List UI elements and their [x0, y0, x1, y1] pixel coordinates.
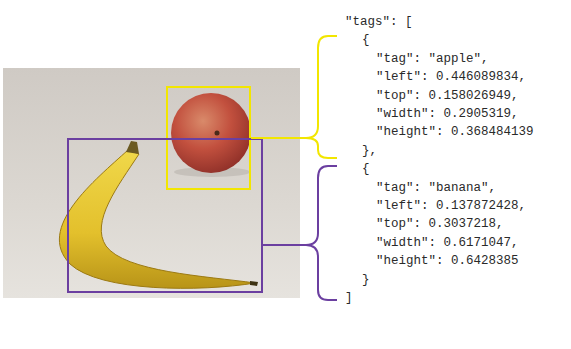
- code-line: "width": 0.6171047,: [376, 235, 519, 251]
- code-line: "left": 0.446089834,: [376, 69, 526, 85]
- banana-bounding-box: [68, 139, 262, 292]
- code-line: "top": 0.158026949,: [376, 88, 519, 104]
- code-line: ]: [345, 290, 353, 306]
- code-line: {: [362, 161, 370, 177]
- banana: [59, 150, 255, 288]
- code-line: "left": 0.137872428,: [376, 198, 526, 214]
- banana-stem: [126, 141, 139, 154]
- code-line: }: [362, 272, 370, 288]
- code-line: {: [362, 32, 370, 48]
- code-line: "tags": [: [345, 14, 413, 30]
- code-line: "tag": "apple",: [376, 51, 489, 67]
- apple-bracket: [251, 36, 337, 158]
- banana-bracket: [263, 166, 337, 300]
- photo-background: [3, 68, 300, 298]
- code-line: "height": 0.6428385: [376, 253, 519, 269]
- code-line: "width": 0.2905319,: [376, 106, 519, 122]
- apple-calyx: [215, 131, 220, 136]
- apple: [171, 93, 251, 173]
- code-line: "tag": "banana",: [376, 180, 496, 196]
- code-line: "top": 0.3037218,: [376, 216, 504, 232]
- code-line: "height": 0.368484139: [376, 124, 534, 140]
- banana-tip: [250, 281, 258, 286]
- code-line: },: [362, 143, 377, 159]
